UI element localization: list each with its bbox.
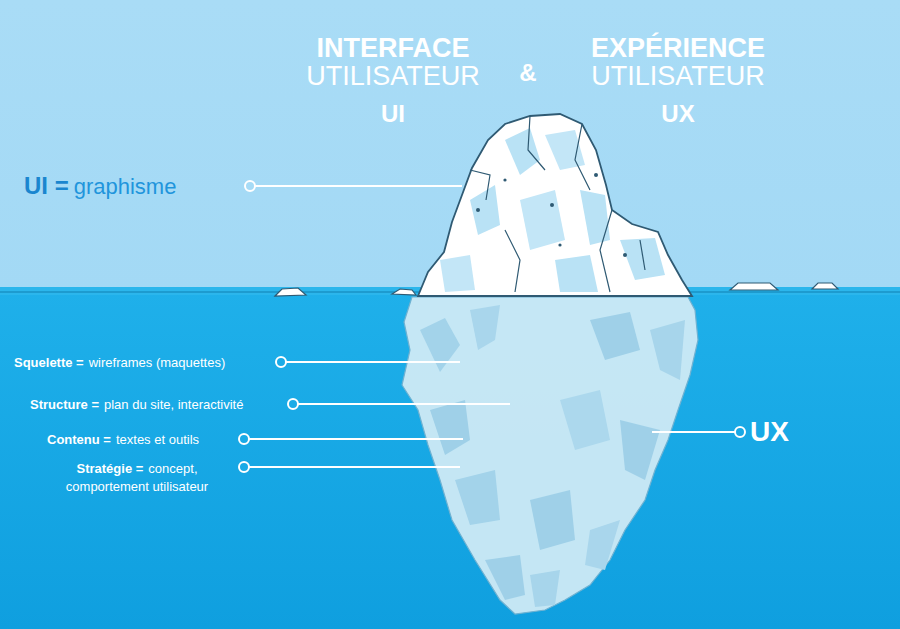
label-row: UTILISATEUR [591,61,765,92]
label-row: & [519,59,536,87]
sea [0,290,900,629]
ampersand: & [519,59,536,86]
title-abbrev: UI [381,100,405,127]
label-row: Squelette = wireframes (maquettes) [14,353,225,371]
layer-definition: textes et outils [116,432,199,447]
title-abbrev: UX [661,100,694,127]
title-word: EXPÉRIENCE [591,33,765,63]
title-word: UTILISATEUR [306,61,480,91]
label-row: Stratégie =concept, comportement utilisa… [47,459,227,496]
label-row: UI =graphisme [24,172,176,200]
label-row: Contenu = textes et outils [47,430,199,448]
label-row: UTILISATEUR [306,61,480,92]
ui-term: UI = [24,172,69,199]
layer-term: Contenu = [47,432,111,447]
label-row: Structure = plan du site, interactivité [30,395,243,413]
label-row: INTERFACE [316,33,469,64]
layer-term: Squelette = [14,355,84,370]
ui-definition: graphisme [74,174,177,199]
label-row: EXPÉRIENCE [591,33,765,64]
iceberg-underwater [402,297,698,614]
layer-term: Stratégie = [77,461,144,476]
layer-definition: plan du site, interactivité [104,397,243,412]
ux-label: UX [750,416,789,447]
ice-floes [275,283,838,296]
label-row: UX [661,100,694,128]
layer-term: Structure = [30,397,99,412]
title-word: INTERFACE [316,33,469,63]
leader-lines [249,186,735,467]
iceberg-tip [418,114,692,296]
title-word: UTILISATEUR [591,61,765,91]
leader-dots [239,181,745,472]
label-row: UX [750,416,789,448]
label-row: UI [381,100,405,128]
layer-definition: wireframes (maquettes) [89,355,226,370]
